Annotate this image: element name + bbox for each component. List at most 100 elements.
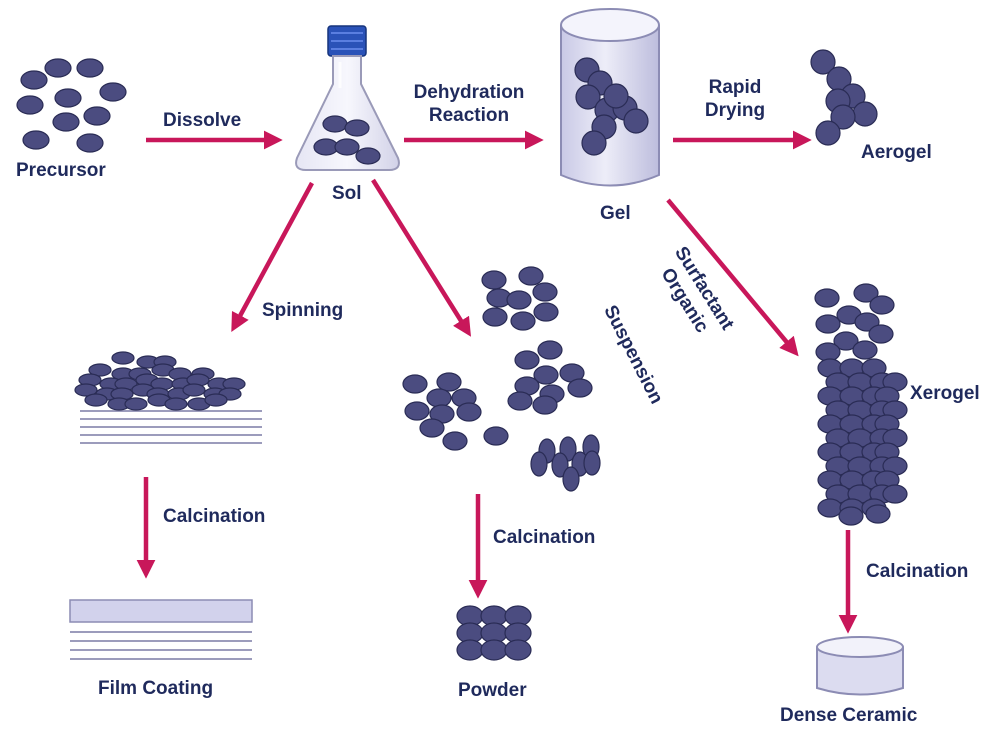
spinning-arrow <box>231 181 314 332</box>
suspension-particle <box>482 307 508 327</box>
sol-particle <box>334 138 360 156</box>
suspension-particle <box>506 290 532 310</box>
precursor-particle <box>76 58 104 78</box>
xerogel-particle <box>852 340 878 360</box>
precursor-particle <box>52 112 80 132</box>
suspension-particle <box>537 340 563 360</box>
film-coating-label: Film Coating <box>98 678 214 699</box>
aerogel-label: Aerogel <box>861 142 932 163</box>
xerogel-particle <box>815 342 841 362</box>
suspension-particle <box>532 395 558 415</box>
suspension-particle <box>567 378 593 398</box>
suspension-particle <box>436 372 462 392</box>
suspension-particle <box>419 418 445 438</box>
dehydration-label-line2: Reaction <box>428 104 510 126</box>
powder-label: Powder <box>458 680 527 701</box>
spinning-label: Spinning <box>262 300 344 321</box>
precursor-particle <box>54 88 82 108</box>
aerogel-particles <box>810 49 878 146</box>
powder-particles <box>456 605 532 661</box>
xerogel-particle <box>868 324 894 344</box>
xerogel-particle <box>817 498 843 518</box>
arrows <box>136 130 858 634</box>
spun-film-particles <box>74 351 246 411</box>
suspension-particle <box>533 365 559 385</box>
aerogel-particle <box>852 101 878 127</box>
gel-particle <box>603 83 629 109</box>
powder-particle <box>504 639 532 661</box>
film-layer-lines <box>80 410 262 444</box>
precursor-particle <box>16 95 44 115</box>
calcination-film-label: Calcination <box>163 506 266 527</box>
suspension-particle <box>530 451 548 477</box>
suspension-particle <box>456 402 482 422</box>
film-particle <box>204 393 228 407</box>
film-particle <box>182 383 206 397</box>
calcination-powder-label: Calcination <box>493 527 596 548</box>
xerogel-particles <box>814 283 908 526</box>
calcination-ceramic-label: Calcination <box>866 561 969 582</box>
suspension-arrow <box>371 178 472 337</box>
sol-particle <box>322 115 348 133</box>
xerogel-particle <box>814 288 840 308</box>
surfactant-arrow <box>666 198 799 357</box>
rapid-label-line1: Rapid <box>708 77 762 98</box>
suspension-particle <box>402 374 428 394</box>
gel-particle <box>575 84 601 110</box>
suspension-particle <box>583 450 601 476</box>
suspension-particle <box>532 282 558 302</box>
xerogel-particle <box>854 312 880 332</box>
film-particle <box>88 363 112 377</box>
xerogel-particle <box>882 484 908 504</box>
suspension-particle <box>481 270 507 290</box>
rapid-drying-label: Rapid Drying <box>694 77 776 123</box>
suspension-particle <box>551 452 569 478</box>
dehydration-reaction-label: Dehydration Reaction <box>404 82 534 128</box>
suspension-particle <box>518 266 544 286</box>
powder-particle <box>456 639 484 661</box>
suspension-particles <box>402 266 601 492</box>
suspension-particle <box>426 388 452 408</box>
film-particle <box>74 383 98 397</box>
dense-ceramic-label: Dense Ceramic <box>780 705 918 726</box>
suspension-particle <box>514 350 540 370</box>
rapid-label-line2: Drying <box>704 99 766 121</box>
aerogel-particle <box>815 120 841 146</box>
film-particle <box>164 397 188 411</box>
dissolve-label: Dissolve <box>163 110 242 131</box>
suspension-particle <box>404 401 430 421</box>
sol-particles <box>313 115 381 165</box>
xerogel-particle <box>815 314 841 334</box>
xerogel-particle <box>865 504 891 524</box>
precursor-particle <box>44 58 72 78</box>
sol-particle <box>344 119 370 137</box>
gel-particle <box>581 130 607 156</box>
sol-particle <box>355 147 381 165</box>
precursor-label: Precursor <box>16 160 106 181</box>
xerogel-particle <box>853 283 879 303</box>
xerogel-particle <box>869 295 895 315</box>
aerogel-particle <box>830 104 856 130</box>
precursor-particles <box>16 58 127 153</box>
suspension-particle <box>442 431 468 451</box>
ceramic-disc-icon <box>816 636 904 696</box>
film-particle <box>111 351 135 365</box>
aerogel-particle <box>810 49 836 75</box>
powder-particle <box>480 639 508 661</box>
precursor-particle <box>76 133 104 153</box>
film-particle <box>124 397 148 411</box>
precursor-particle <box>99 82 127 102</box>
suspension-particle <box>510 311 536 331</box>
gel-particle-network <box>574 57 649 156</box>
gel-particle <box>623 108 649 134</box>
suspension-particle <box>483 426 509 446</box>
suspension-particle <box>562 466 580 492</box>
film-particle <box>84 393 108 407</box>
xerogel-particle <box>833 331 859 351</box>
film-coating-layers <box>69 599 253 660</box>
xerogel-label: Xerogel <box>910 383 980 404</box>
precursor-particle <box>20 70 48 90</box>
xerogel-particle <box>838 506 864 526</box>
precursor-particle <box>22 130 50 150</box>
